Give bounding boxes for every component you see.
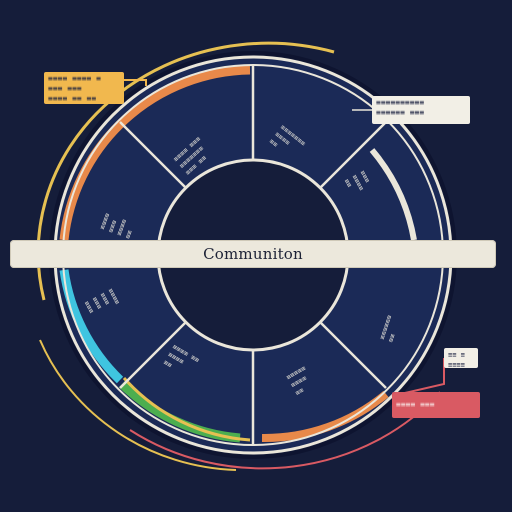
arc-yellow-inner [122, 377, 251, 442]
outer-swoosh-left [39, 339, 237, 471]
callout-small-right: ≡≡ ≡ ≡≡≡≡ [444, 348, 478, 368]
arc-white-right [369, 148, 417, 241]
outer-swoosh-bottom [129, 391, 441, 470]
divider-bottom-left [119, 321, 187, 389]
callout-top-left: ≡≡≡≡ ≡≡≡≡ ≡ ≡≡≡ ≡≡≡ ≡≡≡≡ ≡≡ ≡≡ [44, 72, 124, 104]
segment-dividers [119, 66, 387, 444]
segment-label-3: ≡≡≡≡≡≡≡≡≡≡≡≡≡ [98, 212, 137, 240]
divider-top-left [119, 121, 187, 189]
arc-orange [59, 65, 251, 241]
callout-top-right: ≡≡≡≡≡≡≡≡≡≡ ≡≡≡≡≡≡ ≡≡≡ [372, 96, 470, 124]
leader-top-left [124, 79, 147, 86]
arc-cyan [59, 269, 124, 384]
divider-top-right [319, 121, 387, 189]
divider-bottom-right [319, 321, 387, 389]
center-label: Communiton [203, 245, 303, 263]
center-label-band: Communiton [10, 240, 496, 268]
callout-bottom-right: ≡≡≡≡ ≡≡≡ [392, 392, 480, 418]
arc-orange-bottom [261, 390, 389, 443]
